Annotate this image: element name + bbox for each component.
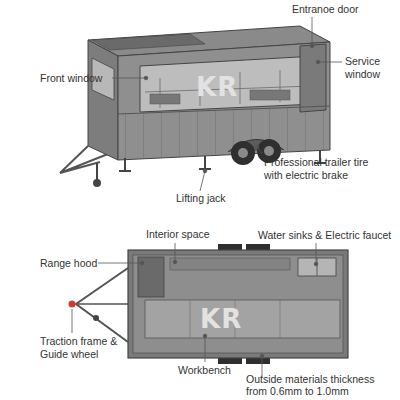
leader-lines (72, 17, 342, 378)
callout-label: Range hood (40, 257, 97, 270)
callout-label: Interior space (146, 228, 210, 241)
callout-label: Front window (40, 72, 102, 85)
callout-label: Service window (345, 55, 397, 80)
watermark: KR (196, 72, 238, 102)
callout-label: Outside materials thickness from 0.6mm t… (246, 373, 396, 398)
watermark: KR (200, 304, 242, 334)
callout-label: Professional trailer tire with electric … (264, 156, 376, 181)
callout-label: Workbench (178, 364, 231, 377)
callout-label: Entranoe door (292, 3, 359, 16)
callout-label: Traction frame & Guide wheel (40, 335, 125, 360)
callout-label: Lifting jack (176, 192, 226, 205)
callout-label: Water sinks & Electric faucet (258, 229, 391, 242)
